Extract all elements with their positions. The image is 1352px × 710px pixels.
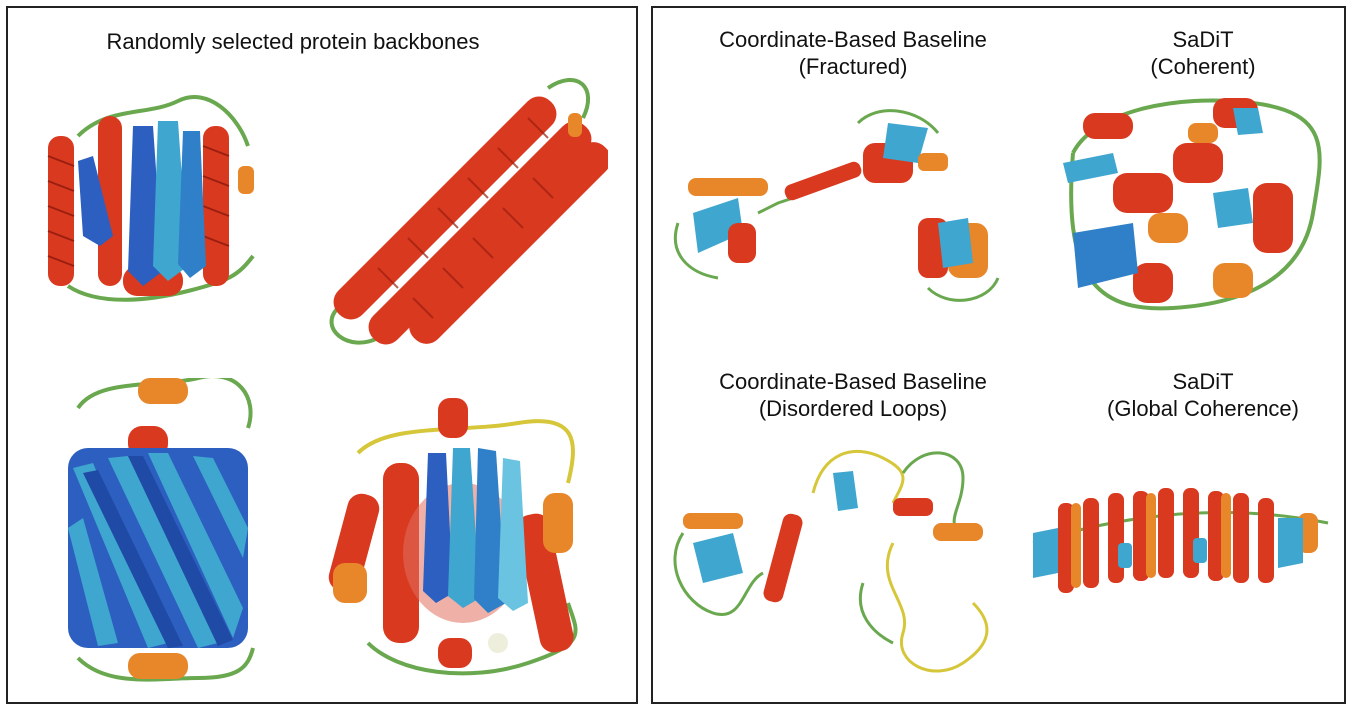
protein-structure-mixed-alpha-beta <box>38 86 278 316</box>
cell-title-sadit-global-coherence: SaDiT (Global Coherence) <box>1107 369 1299 421</box>
protein-structure-alpha-beta-sandwich <box>328 393 588 688</box>
cell-title-sadit-coherent: SaDiT (Coherent) <box>1150 27 1256 79</box>
left-panel-title: Randomly selected protein backbones <box>106 29 480 54</box>
protein-structure-beta-barrel <box>48 378 268 693</box>
cell-title-baseline-fractured: Coordinate-Based Baseline (Fractured) <box>719 27 987 79</box>
right-panel: Coordinate-Based Baseline (Fractured) Sa… <box>651 6 1346 704</box>
left-panel: Randomly selected protein backbones <box>6 6 638 704</box>
protein-structure-helix-bundle <box>318 68 608 358</box>
protein-structure-sadit-global-coherence <box>1028 483 1333 603</box>
protein-structure-baseline-fractured <box>668 103 1013 313</box>
protein-structure-baseline-disordered-loops <box>663 433 1003 693</box>
protein-structure-sadit-coherent <box>1053 93 1333 318</box>
cell-title-baseline-disordered: Coordinate-Based Baseline (Disordered Lo… <box>719 369 987 421</box>
